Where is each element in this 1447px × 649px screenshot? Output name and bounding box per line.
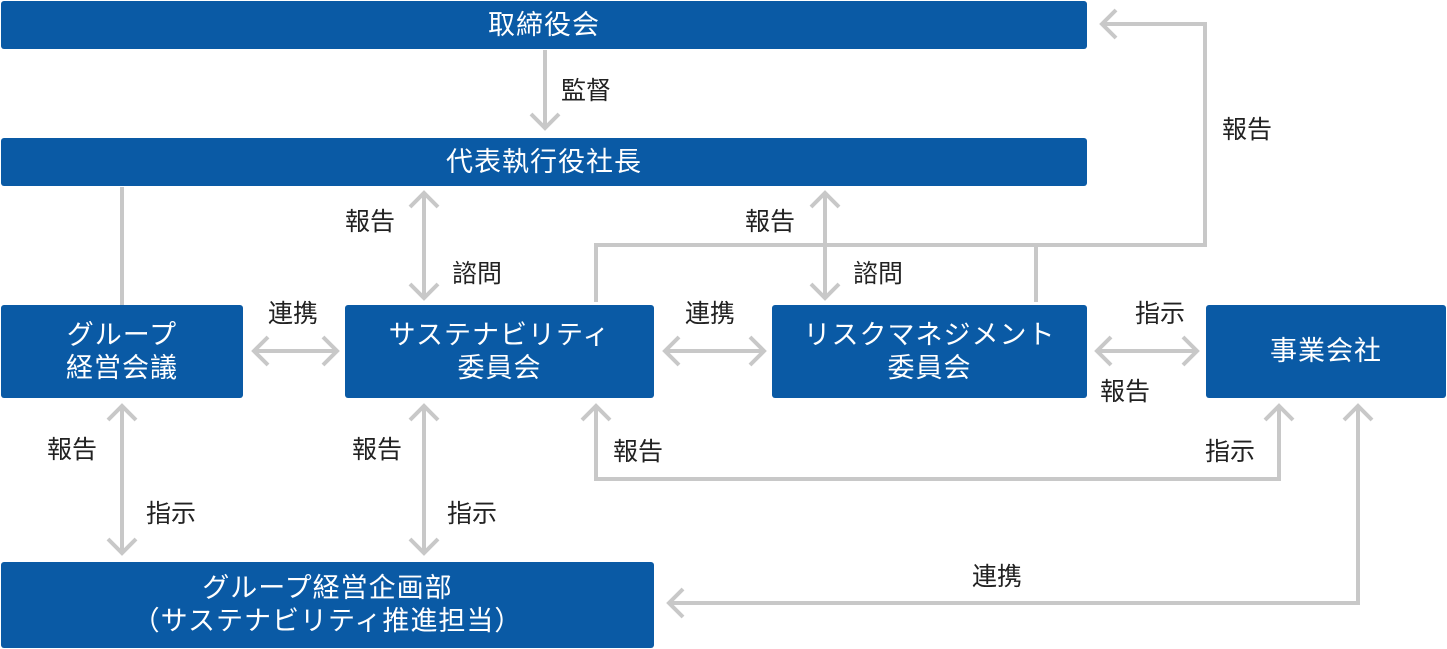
report-to-board-line (594, 22, 1207, 302)
report-ceo-risk-label: 報告 (745, 207, 796, 236)
risk-line1: リスクマネジメント (803, 319, 1056, 351)
planning-line2: （サステナビリティ推進担当） (132, 606, 523, 637)
supervise-arrowhead (529, 112, 561, 131)
instruct-sus-plan-label: 指示 (447, 499, 498, 528)
ceo-box: 代表執行役社長 (1, 138, 1087, 186)
risk-line2: 委員会 (887, 352, 972, 384)
risk-committee-box: リスクマネジメント 委員会 (772, 305, 1087, 398)
group-council-line2: 経営会議 (66, 352, 178, 384)
instruct-council-label: 指示 (146, 499, 197, 528)
ceo-label: 代表執行役社長 (446, 146, 642, 178)
supervise-label: 監督 (561, 76, 612, 105)
link-plan-co-label: 連携 (972, 562, 1023, 591)
group-planning-box: グループ経営企画部 （サステナビリティ推進担当） (1, 562, 654, 648)
operating-companies-box: 事業会社 (1206, 305, 1446, 398)
report-co-risk-label: 報告 (1100, 377, 1151, 406)
sus-co-loop (594, 406, 1281, 481)
report-ceo-sus-label: 報告 (345, 207, 396, 236)
report-co-sus-label: 報告 (613, 437, 664, 466)
consult-sus-label: 諮問 (452, 259, 503, 288)
board-of-directors-box: 取締役会 (1, 1, 1087, 49)
report-council-label: 報告 (47, 435, 98, 464)
link-council-sus-label: 連携 (268, 299, 319, 328)
sustainability-committee-box: サステナビリティ 委員会 (345, 305, 654, 398)
report-to-board-label: 報告 (1222, 115, 1273, 144)
report-to-board-arrowhead (1099, 8, 1118, 40)
plan-co-line (669, 406, 1360, 605)
instruct-risk-co-label: 指示 (1135, 299, 1186, 328)
planning-line1: グループ経営企画部 (202, 573, 453, 604)
group-council-line1: グループ (66, 319, 178, 351)
companies-label: 事業会社 (1270, 336, 1382, 367)
report-sus-plan-label: 報告 (352, 435, 403, 464)
link-sus-risk-label: 連携 (685, 299, 736, 328)
sustainability-line1: サステナビリティ (388, 319, 611, 351)
group-council-box: グループ 経営会議 (1, 305, 243, 398)
sustainability-line2: 委員会 (457, 352, 542, 384)
board-label: 取締役会 (488, 9, 600, 41)
consult-risk-label: 諮問 (853, 259, 904, 288)
instruct-sus-co-label: 指示 (1205, 437, 1256, 466)
